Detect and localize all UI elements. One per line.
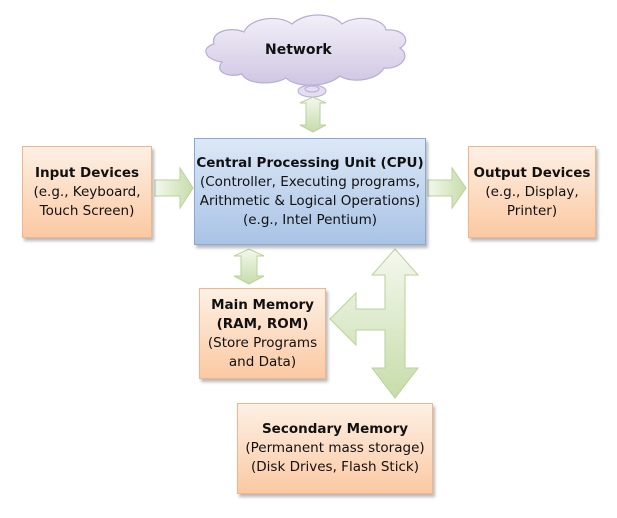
input-devices-line: (e.g., Keyboard, <box>33 183 141 200</box>
secondary-memory-title: Secondary Memory <box>261 421 409 437</box>
network-cpu-arrow-icon <box>299 96 327 133</box>
input-to-cpu-arrow-icon <box>154 166 194 210</box>
cpu-to-output-arrow-icon <box>427 166 467 210</box>
main-memory-box: Main Memory (RAM, ROM) (Store Programs a… <box>199 288 326 379</box>
cpu-main-memory-arrow-icon <box>233 248 265 285</box>
output-devices-box: Output Devices (e.g., Display, Printer) <box>468 146 596 238</box>
cpu-secondary-main-arrow-icon <box>329 248 420 399</box>
input-devices-line: Touch Screen) <box>39 202 135 219</box>
input-devices-title: Input Devices <box>34 164 140 181</box>
cpu-box: Central Processing Unit (CPU) (Controlle… <box>194 138 426 245</box>
output-devices-title: Output Devices <box>473 164 591 181</box>
output-devices-line: Printer) <box>506 202 558 219</box>
cpu-line: (e.g., Intel Pentium) <box>242 211 378 228</box>
main-memory-line: and Data) <box>228 353 297 370</box>
main-memory-title: Main Memory <box>211 296 314 313</box>
cpu-line: Arithmetic & Logical Operations) <box>199 192 421 209</box>
cloud-knob <box>297 84 327 98</box>
network-cloud-icon <box>205 14 407 86</box>
network-label: Network <box>265 42 332 58</box>
secondary-memory-box: Secondary Memory (Permanent mass storage… <box>237 403 433 494</box>
main-memory-line: (Store Programs <box>207 334 318 351</box>
output-devices-line: (e.g., Display, <box>485 183 579 200</box>
cloud-knob-inner <box>304 85 320 93</box>
cpu-line: (Controller, Executing programs, <box>199 173 421 190</box>
secondary-memory-line: (Disk Drives, Flash Stick) <box>251 459 419 475</box>
cpu-title: Central Processing Unit (CPU) <box>196 154 424 171</box>
input-devices-box: Input Devices (e.g., Keyboard, Touch Scr… <box>22 146 152 238</box>
secondary-memory-line: (Permanent mass storage) <box>245 440 425 456</box>
main-memory-subtitle: (RAM, ROM) <box>216 315 309 332</box>
